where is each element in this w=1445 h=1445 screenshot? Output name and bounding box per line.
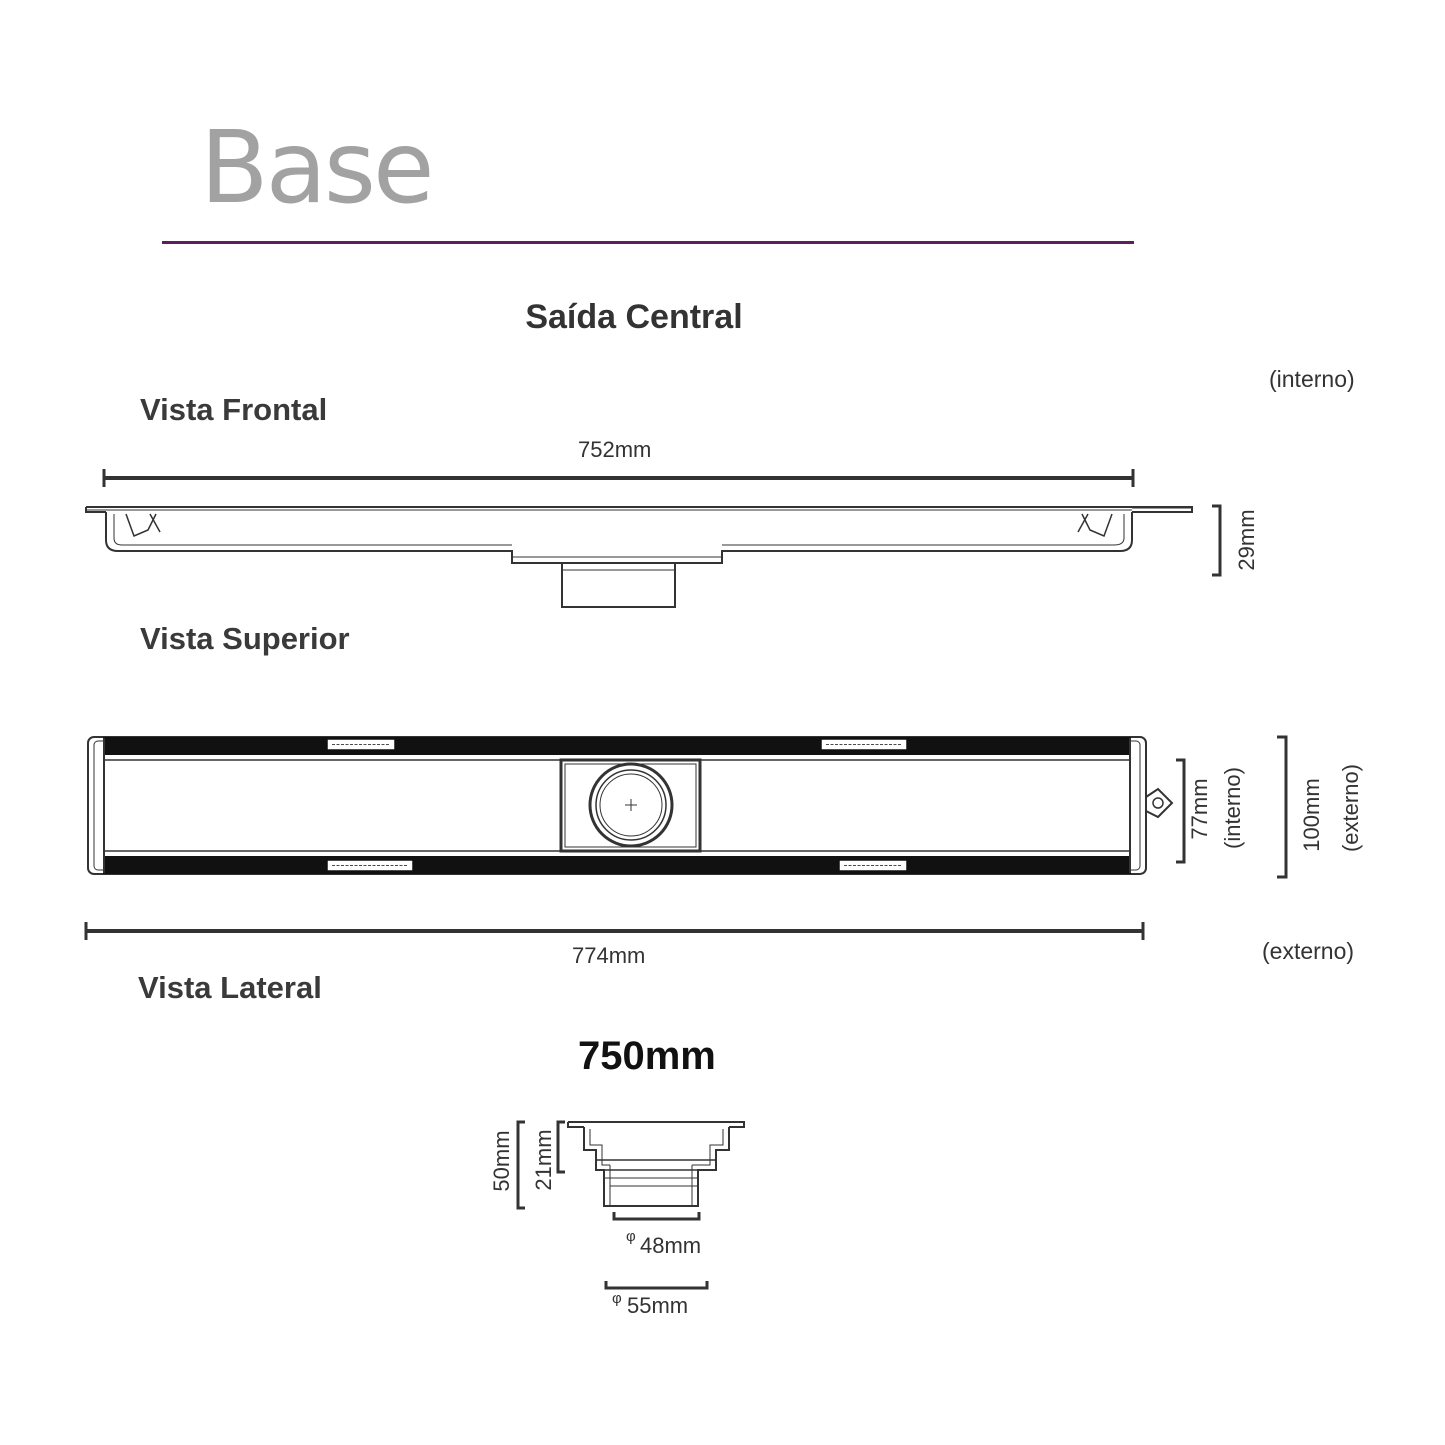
side-view-section (567, 1121, 745, 1207)
side-view-label: Vista Lateral (138, 970, 322, 1005)
front-length-note: (interno) (1269, 366, 1355, 392)
front-view-label: Vista Frontal (140, 392, 328, 427)
top-view-body (87, 736, 1174, 875)
top-length-dimension (84, 922, 1145, 940)
title-underline (162, 241, 1134, 244)
side-total-height-bracket (516, 1120, 525, 1210)
top-outer-width-note: (externo) (1338, 763, 1363, 853)
side-channel-height-label: 21mm (531, 1129, 556, 1191)
top-outer-width-bracket (1277, 735, 1288, 879)
outlet-inner-diameter-line (612, 1212, 701, 1221)
top-inner-width-bracket (1176, 758, 1186, 864)
model-size-label: 750mm (578, 1034, 716, 1078)
top-length-note: (externo) (1262, 938, 1355, 964)
page-subtitle: Saída Central (525, 298, 743, 336)
top-outer-width-label: 100mm (1299, 778, 1324, 852)
front-height-label: 29mm (1234, 509, 1259, 571)
top-length-label: 774mm (572, 943, 646, 968)
side-total-height-label: 50mm (489, 1130, 514, 1192)
front-height-bracket (1212, 504, 1222, 577)
diameter-symbol-icon: φ (612, 1290, 622, 1307)
top-inner-width-label: 77mm (1187, 778, 1212, 840)
outlet-outer-diameter-label: 55mm (627, 1293, 689, 1318)
top-view-label: Vista Superior (140, 621, 350, 656)
outlet-outer-diameter-line (604, 1281, 709, 1290)
top-inner-width-note: (interno) (1220, 767, 1245, 849)
front-length-dimension (102, 469, 1135, 487)
page-title: Base (200, 109, 435, 226)
side-channel-height-bracket (556, 1120, 565, 1174)
front-length-label: 752mm (578, 437, 652, 462)
front-view-profile (85, 506, 1193, 608)
diameter-symbol-icon: φ (626, 1228, 636, 1245)
outlet-inner-diameter-label: 48mm (640, 1233, 702, 1258)
